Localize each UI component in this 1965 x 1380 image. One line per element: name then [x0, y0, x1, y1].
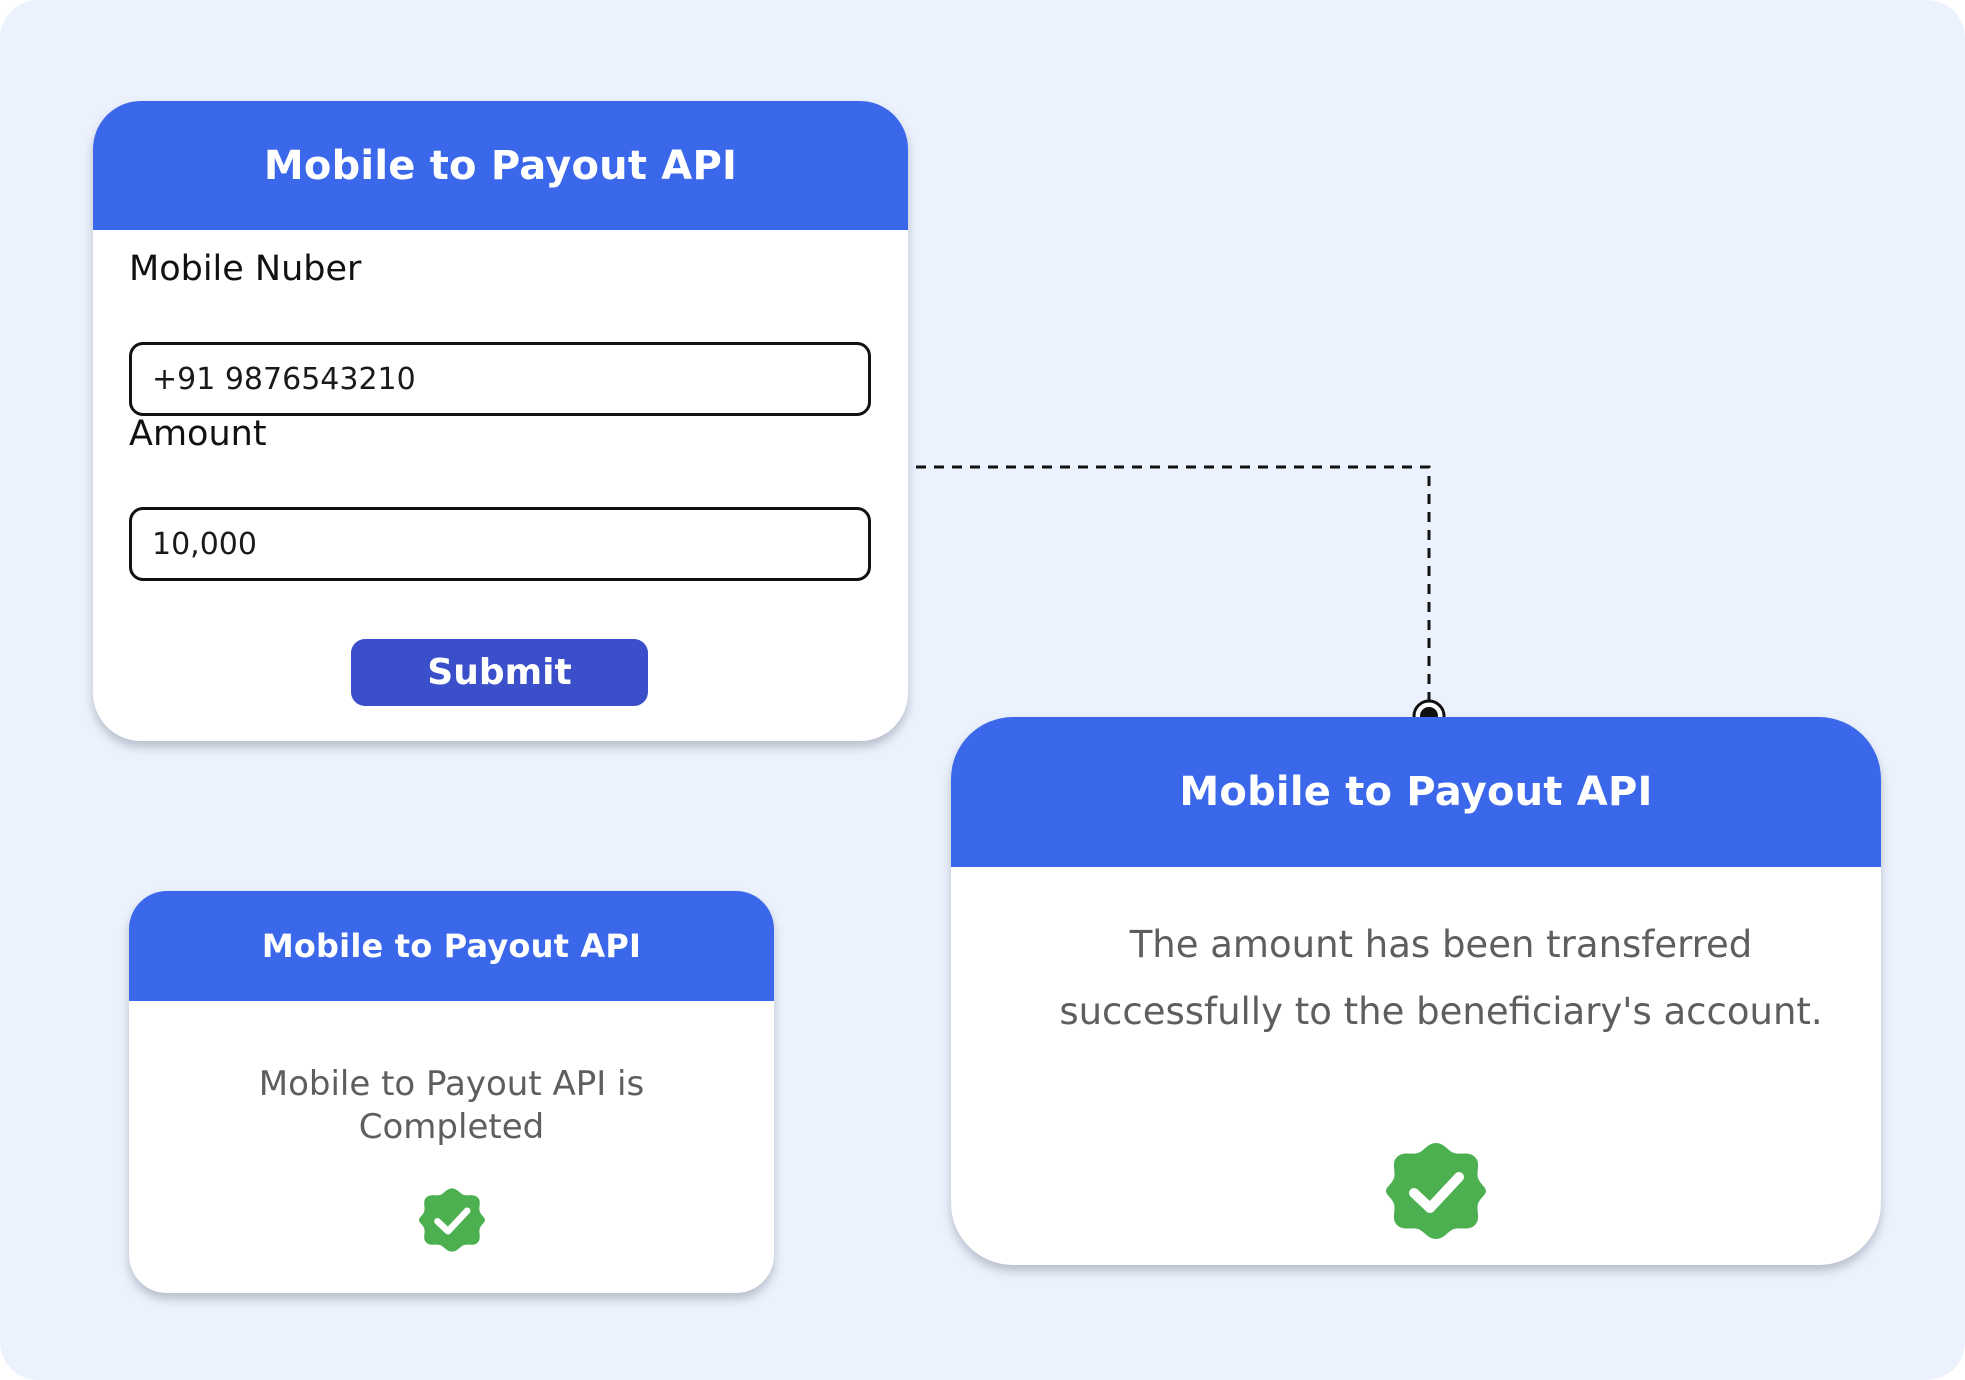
result-card-title: Mobile to Payout API [951, 717, 1881, 867]
completion-card: Mobile to Payout API Mobile to Payout AP… [129, 891, 774, 1293]
dashed-connector-line [916, 465, 1431, 702]
payout-form-card: Mobile to Payout API Mobile Nuber Amount… [93, 101, 908, 741]
mobile-number-label: Mobile Nuber [129, 249, 362, 289]
transfer-result-card: Mobile to Payout API The amount has been… [951, 717, 1881, 1265]
small-card-title: Mobile to Payout API [129, 891, 774, 1001]
verified-check-icon [1386, 1143, 1486, 1239]
amount-input[interactable] [129, 507, 871, 581]
transfer-success-message: The amount has been transferred successf… [1059, 923, 1823, 1033]
amount-label: Amount [129, 414, 267, 454]
mobile-number-input[interactable] [129, 342, 871, 416]
form-card-title: Mobile to Payout API [93, 101, 908, 230]
completion-message: Mobile to Payout API is Completed [258, 1064, 645, 1147]
submit-button[interactable]: Submit [351, 639, 648, 706]
verified-check-icon [419, 1188, 485, 1252]
